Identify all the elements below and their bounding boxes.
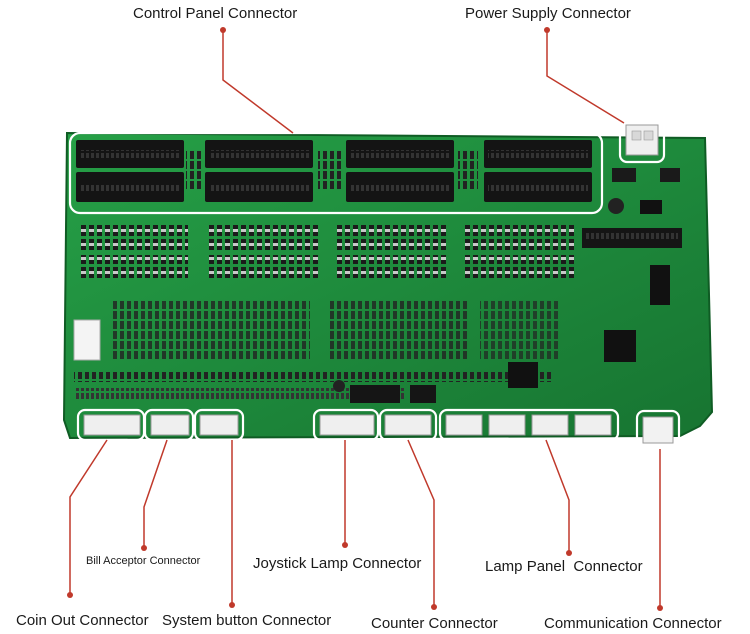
callout-coin-out [69, 439, 108, 595]
component-field [74, 168, 682, 403]
callout-power-supply [546, 30, 625, 124]
label-system-button-connector: System button Connector [162, 612, 332, 629]
highlight-bill-acceptor [143, 408, 195, 442]
callouts [69, 30, 661, 608]
label-joystick-lamp-connector: Joystick Lamp Connector [253, 555, 422, 572]
callout-counter [407, 439, 435, 607]
label-lamp-panel-connector: Lamp Panel Connector [485, 558, 643, 575]
highlight-communication [635, 409, 681, 451]
callout-bill-acceptor [143, 439, 168, 548]
highlight-joystick-lamp [312, 408, 380, 442]
pcb-board [62, 131, 714, 440]
label-control-panel-connector: Control Panel Connector [133, 5, 298, 22]
callout-lamp-panel [545, 439, 570, 553]
highlight-control-panel [68, 131, 604, 215]
white-connectors [83, 124, 674, 444]
control-panel-connectors [76, 140, 592, 202]
highlight-power-supply [618, 116, 666, 164]
highlight-system-button [193, 408, 245, 442]
callout-control-panel [222, 30, 294, 134]
label-communication-connector: Communication Connector [544, 615, 722, 632]
highlight-lamp-panel [438, 408, 620, 442]
label-counter-connector: Counter Connector [371, 615, 498, 632]
label-power-supply-connector: Power Supply Connector [465, 5, 631, 22]
callout-dots [67, 27, 663, 611]
label-bill-acceptor-connector: Bill Acceptor Connector [86, 555, 201, 567]
label-coin-out-connector: Coin Out Connector [16, 612, 149, 629]
